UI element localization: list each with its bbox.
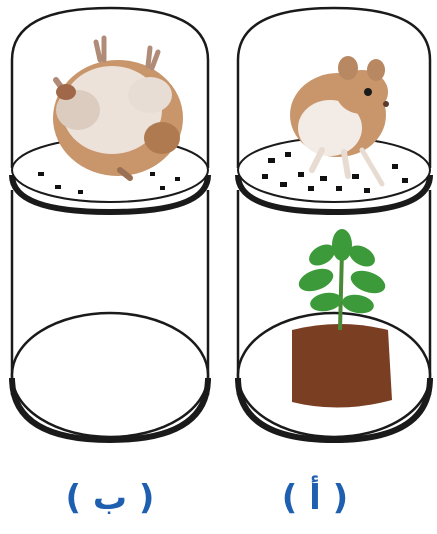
soil-block bbox=[292, 324, 392, 408]
jar-b bbox=[12, 8, 208, 440]
jar-a-label: ( أ ) bbox=[245, 478, 385, 518]
jar-a bbox=[238, 8, 430, 440]
mouse-lying bbox=[53, 38, 183, 178]
jar-b-label: ( ب ) bbox=[40, 478, 180, 518]
jar-b-base bbox=[12, 313, 208, 437]
